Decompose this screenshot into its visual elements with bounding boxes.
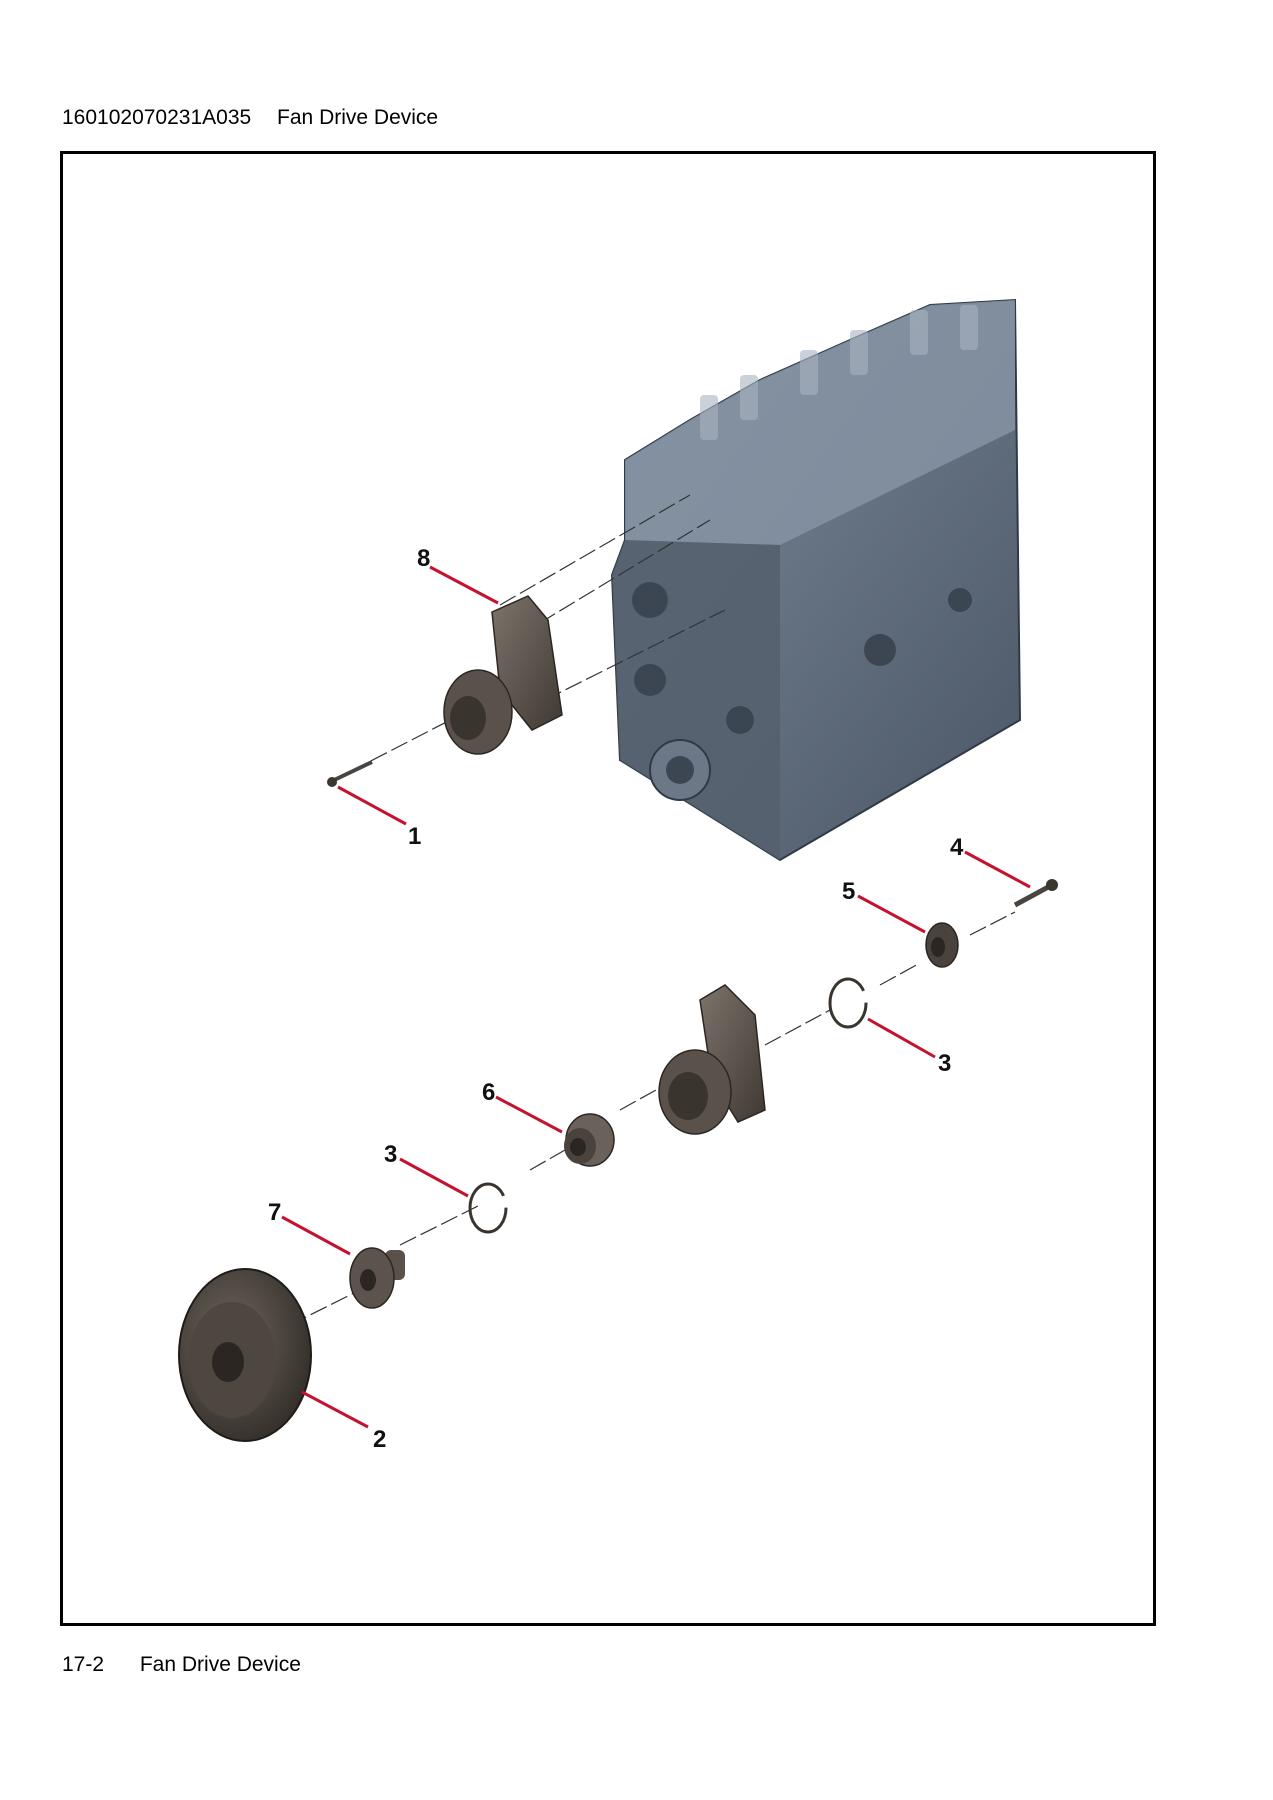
callout-6: 6 bbox=[482, 1079, 495, 1106]
callout-7: 7 bbox=[268, 1199, 281, 1226]
callout-2: 2 bbox=[373, 1426, 386, 1453]
leader-lines bbox=[281, 565, 1031, 1429]
pulley bbox=[178, 1268, 312, 1442]
footer-title: Fan Drive Device bbox=[139, 1653, 301, 1676]
long-bolt bbox=[1013, 879, 1058, 908]
leader-7 bbox=[281, 1215, 351, 1256]
leader-6 bbox=[495, 1095, 563, 1134]
leader-1 bbox=[337, 785, 407, 826]
upper-fan-bracket bbox=[443, 595, 563, 755]
document-code: 160102070231A035 bbox=[62, 106, 252, 129]
page-header: 160102070231A035 Fan Drive Device bbox=[62, 106, 438, 130]
leader-3-right bbox=[867, 1017, 936, 1059]
lower-fan-bracket bbox=[658, 984, 766, 1135]
bolt bbox=[327, 760, 373, 787]
leader-4 bbox=[964, 850, 1031, 889]
snap-ring-left bbox=[468, 1182, 508, 1234]
callout-8: 8 bbox=[417, 545, 430, 572]
callout-3-right: 3 bbox=[938, 1050, 951, 1077]
callout-1: 1 bbox=[408, 823, 421, 850]
page-footer: 17-2 Fan Drive Device bbox=[62, 1653, 301, 1677]
callout-5: 5 bbox=[842, 878, 855, 905]
bearing bbox=[564, 1113, 615, 1167]
leader-5 bbox=[857, 894, 926, 934]
callout-labels: 8 1 4 5 3 6 3 7 2 bbox=[268, 545, 964, 1453]
leader-2 bbox=[301, 1390, 369, 1429]
callout-3-left: 3 bbox=[384, 1141, 397, 1168]
callout-4: 4 bbox=[950, 834, 964, 861]
leader-8 bbox=[429, 565, 499, 605]
washer bbox=[925, 922, 959, 968]
diagram-frame bbox=[60, 151, 1156, 1626]
snap-ring-right bbox=[828, 977, 868, 1029]
hub-shaft bbox=[349, 1247, 405, 1309]
leader-3-left bbox=[399, 1157, 469, 1198]
page-number: 17-2 bbox=[62, 1653, 105, 1676]
engine-block bbox=[610, 298, 1022, 862]
header-title: Fan Drive Device bbox=[277, 106, 439, 129]
